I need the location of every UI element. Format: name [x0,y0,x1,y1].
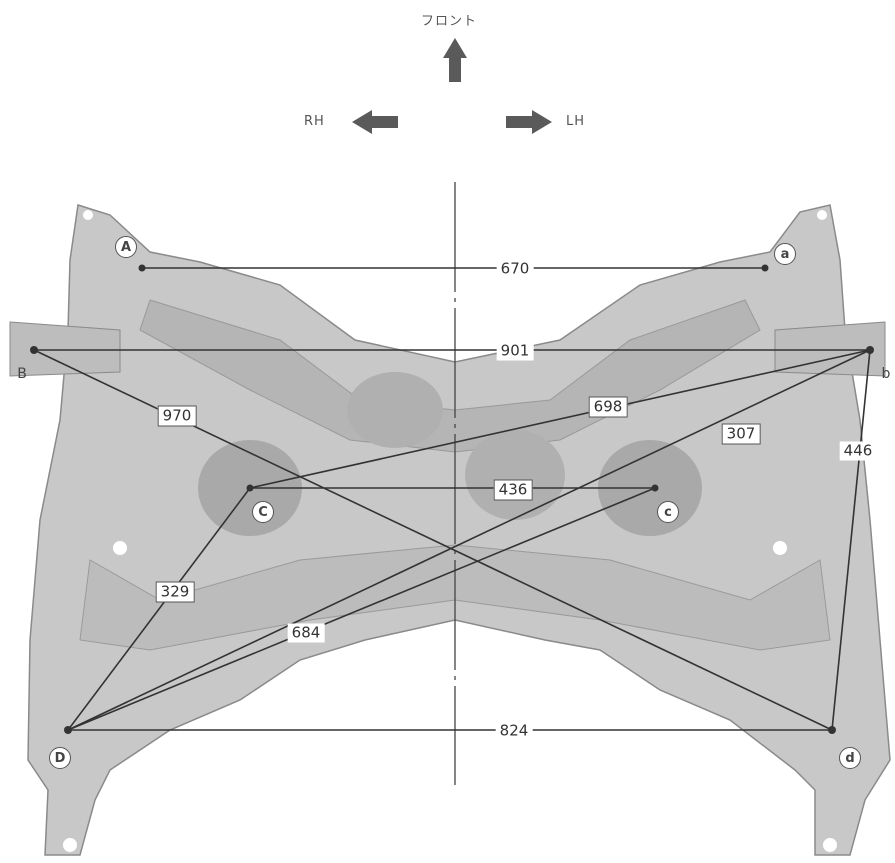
line-C-D [67,487,251,731]
dimension-b-C: 698 [588,396,628,418]
left-arrow-icon [506,110,552,134]
point-D-label: D [49,747,71,769]
rh-label: RH [304,114,325,129]
point-d-label: d [839,747,861,769]
point-a-label: a [774,243,796,265]
dimension-C-D: 329 [155,581,195,603]
point-B-label: B [17,366,27,382]
point-c-label: c [657,501,679,523]
front-label: フロント [421,14,478,29]
right-arrow-icon [352,110,398,134]
subframe-body [9,204,891,856]
line-b-d [831,349,871,731]
measurement-lines [33,267,871,731]
dimension-b-d: 446 [839,441,877,461]
point-C-label: C [252,501,274,523]
line-b-D [67,349,871,731]
dimension-b-D: 307 [721,423,761,445]
front-arrow-icon [443,38,467,82]
dimension-D-d: 824 [495,721,533,741]
dimension-C-c: 436 [493,479,533,501]
dimension-A-a: 670 [496,259,534,279]
line-b-C [249,349,871,489]
line-c-D [67,487,656,731]
dimension-c-D: 684 [287,623,325,643]
point-b-label: b [881,366,891,382]
measurement-points [30,264,874,734]
dimension-B-b: 901 [496,341,534,361]
lh-label: LH [566,114,586,129]
dimension-B-d: 970 [157,405,197,427]
point-A-label: A [115,236,137,258]
